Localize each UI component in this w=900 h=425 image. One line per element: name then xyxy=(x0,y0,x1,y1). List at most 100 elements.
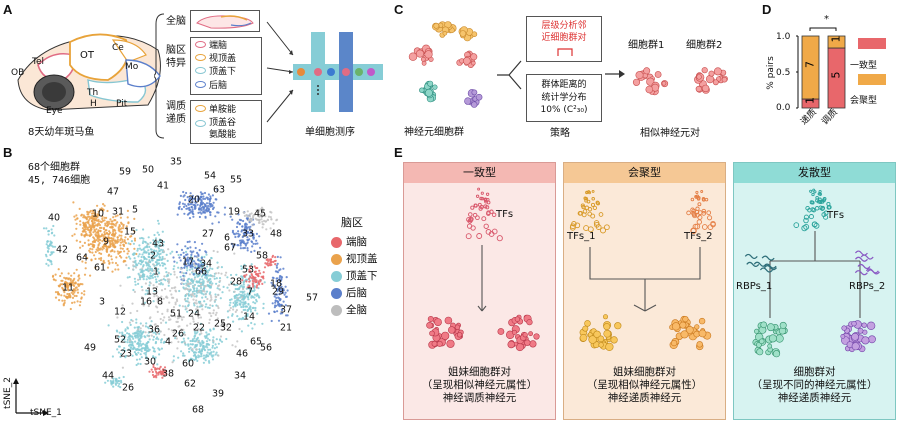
label-strategy: 策略 xyxy=(550,128,570,139)
tf-dot xyxy=(706,210,712,216)
cluster-label: 44 xyxy=(101,370,115,382)
text-hierarchical: 层级分析邻 近细胞群对 xyxy=(541,21,587,43)
tsne-point xyxy=(157,268,160,271)
tf-dot xyxy=(604,224,610,231)
cell xyxy=(713,67,722,76)
tf-dot xyxy=(587,207,593,212)
tf-dot xyxy=(700,190,704,193)
tsne-point xyxy=(147,276,150,279)
tsne-point xyxy=(147,331,150,334)
tsne-point xyxy=(82,222,85,225)
cell xyxy=(614,322,622,330)
tsne-point xyxy=(175,261,179,264)
tsne-point xyxy=(126,326,129,329)
e2-arrow-l xyxy=(633,304,646,312)
tsne-point xyxy=(189,339,192,343)
pair-cluster-1 xyxy=(632,67,669,96)
tsne-point xyxy=(164,279,167,282)
tsne-point xyxy=(234,294,237,298)
tsne-point xyxy=(250,263,253,266)
tsne-point xyxy=(160,281,163,285)
tsne-point xyxy=(84,261,87,264)
cell xyxy=(756,348,764,356)
e3-tf-cloud xyxy=(793,188,832,232)
cell xyxy=(861,336,870,345)
box-whole-brain xyxy=(190,10,260,32)
tsne-point xyxy=(130,240,133,243)
tsne-point xyxy=(158,353,161,356)
tsne-point xyxy=(80,214,83,217)
tsne-point xyxy=(256,312,259,315)
tsne-point xyxy=(190,255,193,258)
tsne-point xyxy=(249,291,252,294)
tsne-point xyxy=(190,279,193,282)
tsne-point xyxy=(145,268,148,271)
tsne-point xyxy=(204,270,207,273)
d-ytick-1: 1.0 xyxy=(776,32,791,42)
tsne-point xyxy=(104,239,107,242)
tsne-point xyxy=(229,301,232,304)
cluster-label: 7 xyxy=(246,286,254,298)
tsne-point xyxy=(86,257,89,260)
panel-label-e: E xyxy=(394,145,403,160)
tsne-point xyxy=(106,266,110,269)
cell xyxy=(679,321,687,329)
tsne-point xyxy=(240,265,243,268)
tsne-point xyxy=(89,228,92,231)
tsne-point xyxy=(75,239,78,242)
tsne-point xyxy=(124,335,127,338)
tsne-point xyxy=(110,237,113,240)
tsne-point xyxy=(73,272,76,275)
tsne-point xyxy=(246,278,249,281)
tsne-point xyxy=(244,315,247,318)
tf-dot xyxy=(475,194,480,198)
d-ytick-0: 0.0 xyxy=(776,103,791,113)
tsne-point xyxy=(205,331,208,334)
tsne-point xyxy=(116,250,119,253)
b-cluster-count: 68个细胞群 xyxy=(28,162,81,173)
tsne-point xyxy=(112,216,115,219)
tsne-point xyxy=(146,326,149,329)
tsne-point xyxy=(111,233,114,236)
tsne-point xyxy=(155,264,158,267)
cell xyxy=(772,350,781,358)
tsne-point xyxy=(114,224,117,227)
cell xyxy=(705,75,715,84)
cluster-label: 26 xyxy=(121,382,135,394)
tsne-point xyxy=(73,233,76,236)
tsne-point xyxy=(101,262,104,265)
tsne-point xyxy=(104,222,107,225)
tsne-point xyxy=(121,349,124,352)
tsne-point xyxy=(122,260,125,263)
e3-tfs: TFs xyxy=(827,210,845,221)
tsne-point xyxy=(232,320,235,323)
tsne-point xyxy=(73,282,76,285)
tsne-point xyxy=(97,230,100,233)
tsne-point xyxy=(169,273,172,276)
cell xyxy=(462,57,471,65)
tsne-point xyxy=(108,230,111,233)
tf-dot xyxy=(809,189,813,193)
tsne-point xyxy=(82,224,85,227)
tsne-point xyxy=(76,288,79,291)
tsne-point xyxy=(118,331,121,334)
tsne-point xyxy=(157,241,160,244)
tsne-point xyxy=(97,210,100,213)
tsne-point xyxy=(242,303,245,306)
tsne-point xyxy=(105,216,108,219)
cluster-label: 57 xyxy=(305,292,319,304)
tsne-point xyxy=(112,228,115,231)
tsne-point xyxy=(151,252,154,255)
tsne-point xyxy=(99,259,103,262)
tsne-point xyxy=(81,260,84,263)
e-divergent-panel: 发散型 TFs RBPs_1 RBPs_2 细胞群对 （呈现不同的神经元属性） … xyxy=(733,162,896,420)
b-cell-count: 45, 746细胞 xyxy=(28,175,91,186)
tsne-point xyxy=(119,238,122,242)
e3-desc-line2: （呈现不同的神经元属性） xyxy=(751,379,878,391)
tsne-point xyxy=(86,234,89,237)
tsne-point xyxy=(57,268,60,271)
tsne-point xyxy=(139,331,142,334)
tsne-point xyxy=(93,225,96,228)
cell xyxy=(447,326,456,334)
cell xyxy=(459,30,467,37)
